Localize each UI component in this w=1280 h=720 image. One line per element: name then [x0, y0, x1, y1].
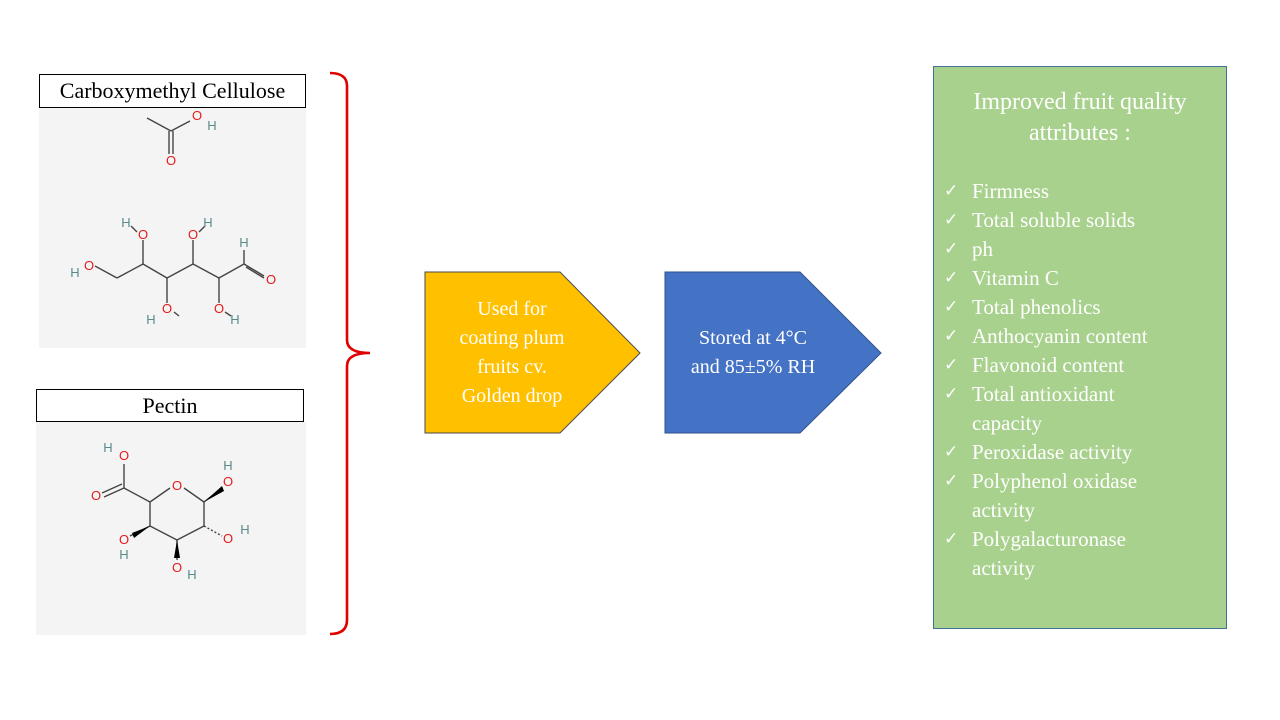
check-mark-icon: ✓	[944, 297, 959, 317]
check-mark-icon: ✓	[944, 529, 959, 549]
svg-text:H: H	[203, 215, 212, 230]
svg-text:O: O	[188, 227, 198, 242]
storage-arrow-shape	[664, 271, 882, 434]
svg-text:H: H	[119, 547, 128, 562]
check-mark-icon: ✓	[944, 326, 959, 346]
right-curly-brace-icon	[329, 71, 371, 636]
list-item: ✓Vitamin C	[944, 264, 1226, 293]
check-mark-icon: ✓	[944, 471, 959, 491]
svg-text:H: H	[207, 118, 216, 133]
svg-text:O: O	[214, 301, 224, 316]
svg-text:O: O	[119, 448, 129, 463]
pectin-structure-image: O O H O O H O H O H O H	[36, 422, 306, 635]
svg-text:O: O	[138, 227, 148, 242]
list-item: ✓Total antioxidant capacity	[944, 380, 1226, 438]
check-mark-icon: ✓	[944, 210, 959, 230]
svg-text:O: O	[119, 532, 129, 547]
pectin-label: Pectin	[36, 389, 304, 422]
list-item: ✓Total soluble solids	[944, 206, 1226, 235]
quality-attributes-box: Improved fruit quality attributes : ✓Fir…	[933, 66, 1227, 629]
storage-arrow-label: Stored at 4°C and 85±5% RH	[690, 327, 816, 378]
svg-text:O: O	[91, 488, 101, 503]
svg-text:H: H	[223, 458, 232, 473]
list-item: ✓Total phenolics	[944, 293, 1226, 322]
svg-text:H: H	[187, 567, 196, 582]
svg-text:H: H	[146, 312, 155, 327]
check-mark-icon: ✓	[944, 268, 959, 288]
list-item: ✓Polyphenol oxidase activity	[944, 467, 1226, 525]
svg-text:O: O	[166, 153, 176, 168]
pectin-structure-svg: O O H O O H O H O H O H	[91, 440, 250, 582]
coating-arrow-label: Used for coating plum fruits cv. Golden …	[459, 298, 565, 407]
list-item: ✓Peroxidase activity	[944, 438, 1226, 467]
check-mark-icon: ✓	[944, 239, 959, 259]
cmc-structure-svg: O H O O H O H O H O H O H H O	[70, 108, 276, 327]
svg-text:H: H	[240, 522, 249, 537]
check-mark-icon: ✓	[944, 355, 959, 375]
svg-text:O: O	[84, 258, 94, 273]
svg-text:H: H	[239, 235, 248, 250]
list-item: ✓Anthocyanin content	[944, 322, 1226, 351]
check-mark-icon: ✓	[944, 442, 959, 462]
svg-text:H: H	[103, 440, 112, 455]
list-item: ✓Polygalacturonase activity	[944, 525, 1226, 583]
svg-text:O: O	[266, 272, 276, 287]
svg-text:O: O	[223, 531, 233, 546]
svg-text:O: O	[223, 474, 233, 489]
svg-text:O: O	[172, 560, 182, 575]
check-mark-icon: ✓	[944, 384, 959, 404]
check-mark-icon: ✓	[944, 181, 959, 201]
list-item: ✓ph	[944, 235, 1226, 264]
svg-text:H: H	[230, 312, 239, 327]
quality-attributes-list: ✓Firmness ✓Total soluble solids ✓ph ✓Vit…	[934, 177, 1226, 583]
cmc-label: Carboxymethyl Cellulose	[39, 74, 306, 108]
cmc-structure-image: O H O O H O H O H O H O H H O	[39, 108, 306, 348]
svg-text:H: H	[70, 265, 79, 280]
svg-text:O: O	[162, 301, 172, 316]
result-title: Improved fruit quality attributes :	[973, 89, 1187, 146]
coating-arrow-shape	[424, 271, 641, 434]
svg-text:O: O	[172, 478, 182, 493]
list-item: ✓Flavonoid content	[944, 351, 1226, 380]
list-item: ✓Firmness	[944, 177, 1226, 206]
svg-text:H: H	[121, 215, 130, 230]
svg-text:O: O	[192, 108, 202, 123]
